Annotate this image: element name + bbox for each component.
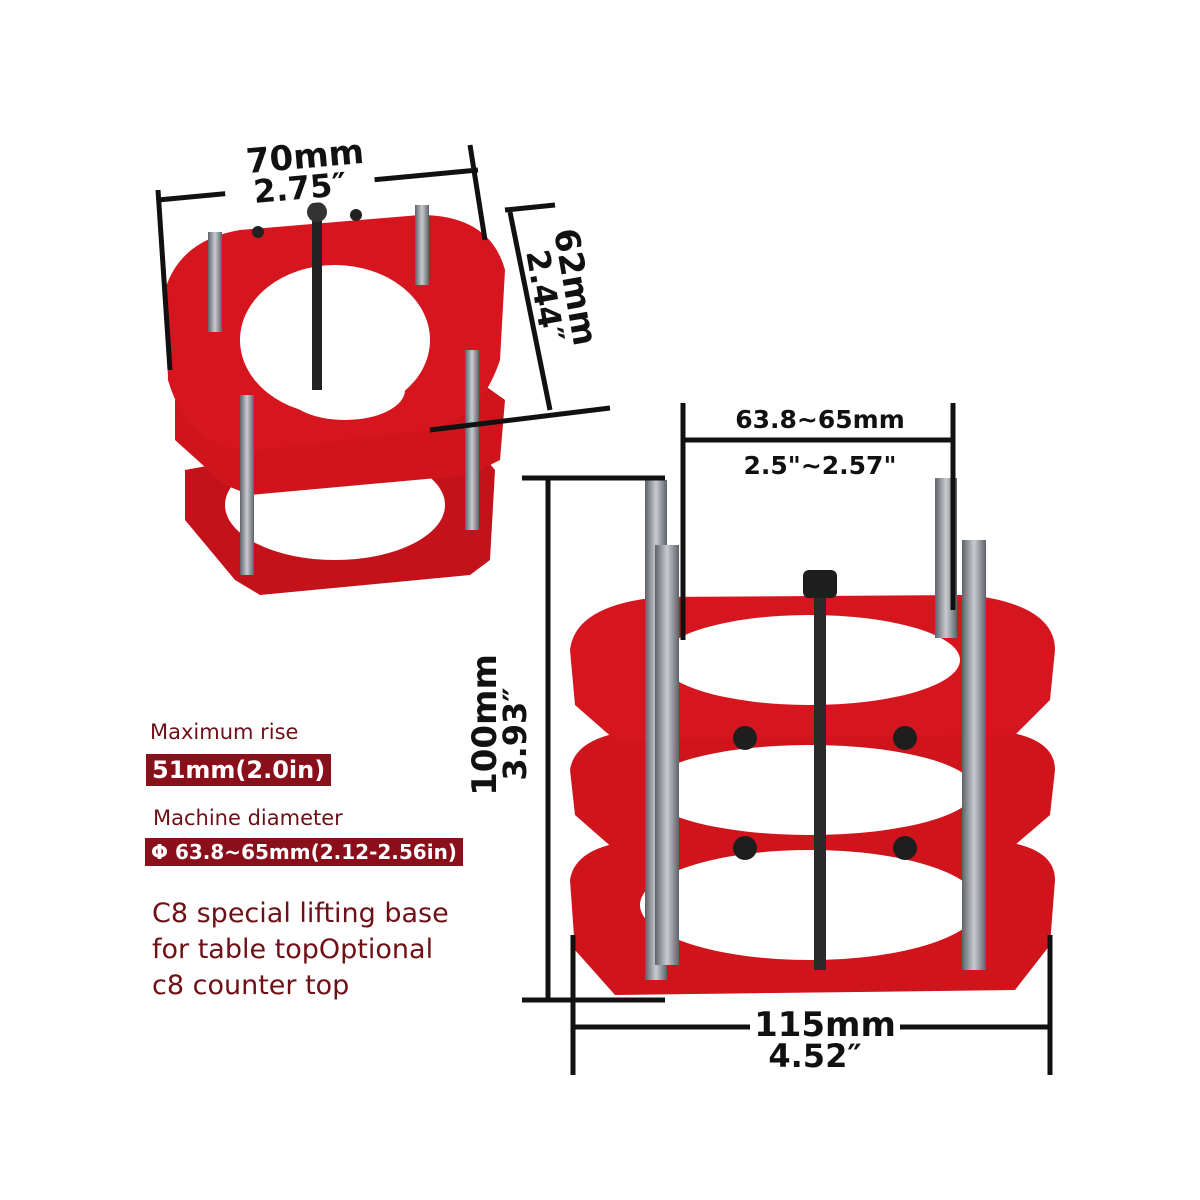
inner-diameter-mm: 63.8~65mm (700, 407, 940, 432)
base-width-mm: 115mm (750, 1008, 900, 1042)
large-lifting-base (570, 478, 1055, 995)
product-description: C8 special lifting base for table topOpt… (152, 896, 449, 1004)
description-line: C8 special lifting base (152, 898, 449, 929)
max-rise-value: 51mm(2.0in) (146, 754, 332, 786)
diameter-value: Φ 63.8~65mm(2.12-2.56in) (145, 838, 463, 866)
height-in: 3.93″ (496, 687, 534, 781)
inner-diameter-in: 2.5"~2.57" (743, 451, 897, 480)
description-line: for table topOptional (152, 934, 434, 965)
description-line: c8 counter top (152, 970, 350, 1001)
diameter-label: Machine diameter (153, 806, 343, 830)
max-rise-label: Maximum rise (150, 720, 299, 744)
base-width-in: 4.52″ (768, 1037, 862, 1075)
small-lifting-base (165, 202, 505, 595)
